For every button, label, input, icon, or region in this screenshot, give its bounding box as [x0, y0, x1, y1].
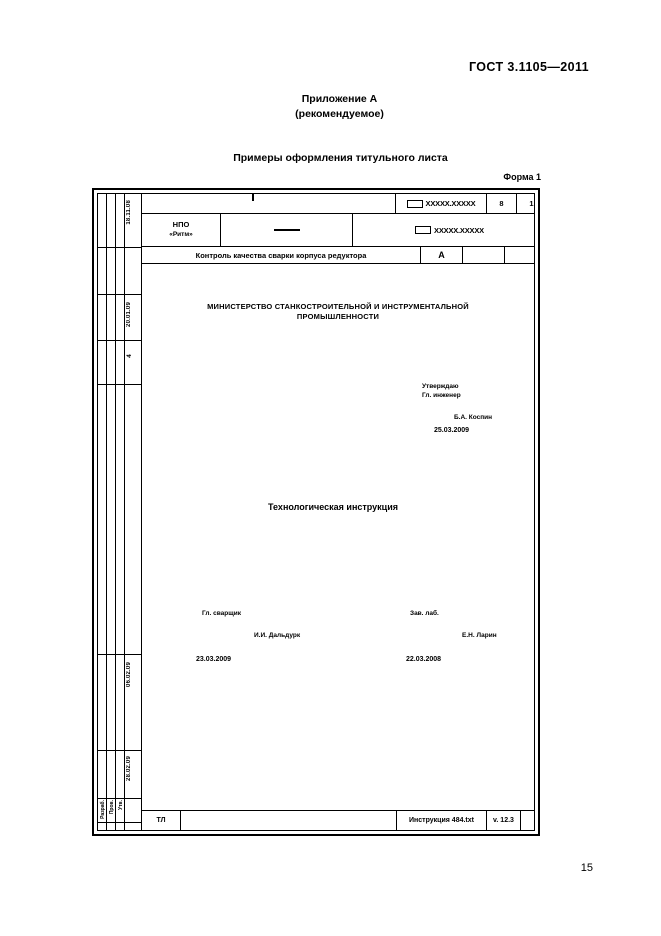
approval-block: Утверждаю Гл. инженер [422, 382, 461, 400]
form-header-row-1: XXXXX.XXXXX 8 1 [142, 194, 534, 214]
center-tick-mark [252, 194, 254, 201]
margin-column-2 [107, 194, 116, 830]
approval-date: 25.03.2009 [434, 427, 470, 434]
empty-dash-cell[interactable] [220, 214, 352, 246]
margin-sig-label-1: Разраб. [100, 800, 106, 819]
code-chip-icon [406, 199, 423, 208]
page-number: 15 [580, 862, 593, 874]
approval-line-1: Утверждаю [422, 383, 459, 390]
left-margin-columns: 18.11.08 20.01.09 4 06.02.09 28.02.09 Ра… [98, 194, 142, 830]
margin-column-1 [98, 194, 107, 830]
footer-version-cell[interactable]: v. 12.3 [486, 811, 520, 830]
organization-name: НПО [172, 220, 190, 229]
header-blank-cell [142, 194, 395, 213]
form-footer-row: ТЛ Инструкция 484.txt v. 12.3 [142, 810, 534, 830]
signature-date-welder: 23.03.2009 [196, 656, 232, 663]
margin-rule [98, 654, 142, 655]
document-title: Технологическая инструкция [268, 502, 398, 512]
margin-date-second: 20.01.09 [126, 302, 132, 327]
sheet-number-cell[interactable]: 1 [516, 194, 546, 213]
organization-subname: «Ритм» [169, 231, 193, 238]
ministry-heading: МИНИСТЕРСТВО СТАНКОСТРОИТЕЛЬНОЙ И ИНСТРУ… [207, 302, 469, 321]
margin-column-4 [125, 194, 142, 830]
dash-mark-icon [273, 229, 300, 231]
margin-rule [98, 247, 142, 248]
designation-cell-top[interactable]: XXXXX.XXXXX [395, 194, 486, 213]
margin-rule [98, 798, 142, 799]
footer-blank-cell[interactable] [180, 811, 396, 830]
margin-date-third: 06.02.09 [126, 662, 132, 687]
footer-trailing-cell[interactable] [520, 811, 546, 830]
form-body: МИНИСТЕРСТВО СТАНКОСТРОИТЕЛЬНОЙ И ИНСТРУ… [142, 264, 534, 800]
form-sheet: 18.11.08 20.01.09 4 06.02.09 28.02.09 Ра… [92, 188, 540, 836]
margin-date-top: 18.11.08 [126, 200, 132, 225]
approval-signer-name: Б.А. Коспин [454, 414, 493, 421]
designation-cell-second[interactable]: XXXXX.XXXXX [352, 214, 546, 246]
appendix-block: Приложение А (рекомендуемое) [0, 92, 661, 122]
code-chip-icon [415, 226, 432, 234]
signature-name-welder: И.И. Дальдурк [254, 632, 301, 639]
appendix-title: Приложение А [301, 93, 378, 105]
designation-second-value: XXXXX.XXXXX [434, 225, 484, 235]
margin-date-fourth: 28.02.09 [126, 756, 132, 781]
designation-top-value: XXXXX.XXXXX [425, 199, 476, 208]
section-title: Примеры оформления титульного листа [233, 152, 448, 164]
approval-line-2: Гл. инженер [422, 392, 461, 399]
product-title-cell[interactable]: Контроль качества сварки корпуса редукто… [195, 250, 367, 260]
appendix-subtitle: (рекомендуемое) [295, 108, 384, 120]
signature-name-lab: Е.Н. Ларин [462, 632, 497, 639]
signature-role-lab: Зав. лаб. [410, 610, 439, 617]
letter-cell-blank-1[interactable] [462, 247, 504, 263]
footer-doc-type-cell[interactable]: ТЛ [156, 817, 166, 824]
signature-role-welder: Гл. сварщик [202, 610, 241, 617]
margin-rule [98, 384, 142, 385]
organization-cell[interactable]: НПО «Ритм» [142, 214, 220, 246]
form-header-row-3: Контроль качества сварки корпуса редукто… [142, 247, 534, 264]
form-sheet-inner-border: 18.11.08 20.01.09 4 06.02.09 28.02.09 Ра… [97, 193, 535, 831]
footer-file-name-cell[interactable]: Инструкция 484.txt [396, 811, 486, 830]
form-content: XXXXX.XXXXX 8 1 НПО «Ритм» XXXXX.XXXXX [142, 194, 534, 830]
margin-sig-label-2: Пров. [109, 800, 115, 815]
margin-rule [98, 822, 142, 823]
form-label: Форма 1 [503, 172, 541, 182]
form-header-row-2: НПО «Ритм» XXXXX.XXXXX [142, 214, 534, 247]
margin-rule [98, 340, 142, 341]
letter-cell-blank-2[interactable] [504, 247, 546, 263]
letter-cell[interactable]: А [420, 247, 462, 263]
gost-standard-header: ГОСТ 3.1105—2011 [468, 60, 589, 74]
margin-column-3 [116, 194, 125, 830]
margin-rule [98, 750, 142, 751]
margin-sig-label-3: Утв. [118, 800, 124, 811]
margin-rule [98, 294, 142, 295]
margin-number: 4 [126, 354, 133, 358]
sheet-count-cell[interactable]: 8 [486, 194, 516, 213]
signature-date-lab: 22.03.2008 [406, 656, 442, 663]
